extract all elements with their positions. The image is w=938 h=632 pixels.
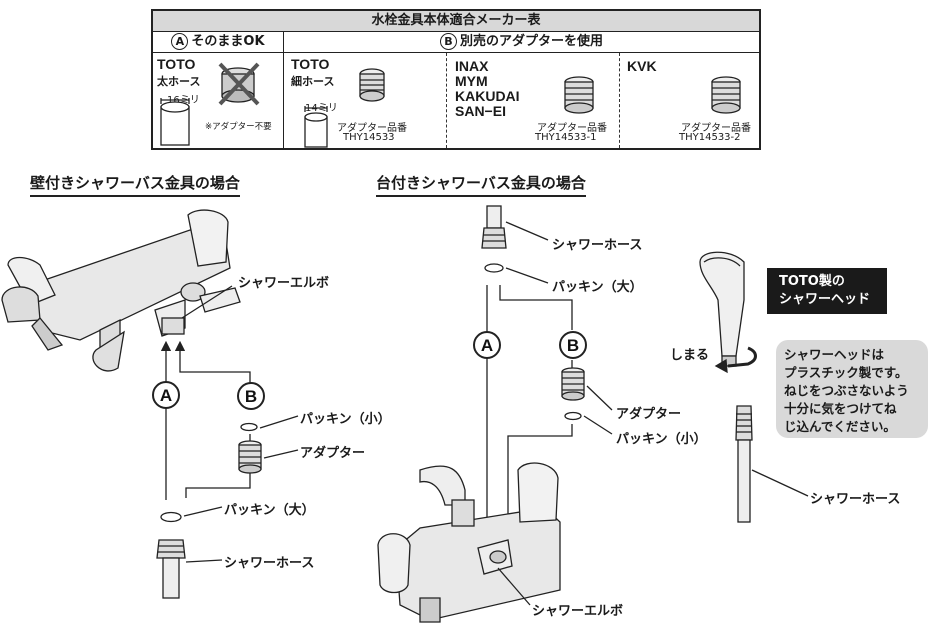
deck-packing-large-label: パッキン（大）: [552, 280, 643, 295]
toto-head-line-2: シャワーヘッド: [779, 292, 871, 307]
wall-packing-small-label: パッキン（小）: [300, 412, 391, 427]
note-line: プラスチック製です。: [784, 365, 908, 380]
marker-b-icon: [237, 382, 265, 410]
deck-adapter-label: アダプター: [616, 407, 682, 422]
route-b-line: [502, 424, 573, 546]
column-divider: [619, 53, 620, 148]
col-b2-maker-2: MYM: [455, 73, 488, 89]
adapter-icon: [564, 76, 594, 114]
note-line: ねじをつぶさないよう: [784, 383, 909, 398]
note-line: シャワーヘッドは: [784, 347, 885, 362]
tighten-label: しまる: [670, 348, 710, 363]
deck-faucet-body: [377, 462, 561, 623]
column-divider: [283, 53, 284, 148]
deck-hose-top-icon: [481, 205, 507, 249]
route-b-line: [174, 340, 251, 392]
marker-b-text: B: [567, 336, 579, 355]
deck-packing-small-label: パッキン（小）: [616, 432, 707, 447]
wall-heading: 壁付きシャワーバス金具の場合: [30, 172, 240, 197]
col-a-maker: TOTO: [157, 56, 196, 72]
col-b2-part-no: THY14533-1: [535, 132, 597, 143]
packing-large-icon: [160, 511, 182, 523]
wall-packing-large-label: パッキン（大）: [224, 503, 315, 518]
col-b2-maker-3: KAKUDAI: [455, 88, 520, 104]
deck-elbow-label: シャワーエルボ: [532, 604, 624, 619]
tighten-arrow-icon: [727, 346, 757, 368]
packing-small-icon: [564, 411, 582, 421]
marker-b-icon: B: [439, 33, 457, 50]
marker-a-icon: A: [171, 33, 189, 50]
adapter-icon: [359, 68, 385, 102]
col-b3-maker: KVK: [627, 58, 657, 74]
head-hose-label: シャワーホース: [810, 492, 901, 507]
col-b2-maker-4: SAN−EI: [455, 103, 506, 119]
wall-faucet-body: [1, 209, 241, 372]
note-line: 十分に気をつけてね: [784, 401, 897, 416]
adapter-icon: [711, 76, 741, 114]
col-a-label: そのままOK: [191, 34, 265, 49]
marker-b-text: B: [245, 387, 257, 406]
thin-hose-icon: [304, 106, 328, 148]
note-line: じ込んでください。: [784, 419, 896, 434]
column-divider: [446, 53, 447, 148]
deck-heading: 台付きシャワーバス金具の場合: [376, 172, 586, 197]
shower-head-icon: [699, 251, 745, 367]
shower-hose-icon: [735, 405, 753, 523]
col-b-label: 別売のアダプターを使用: [459, 34, 603, 49]
col-b2-maker-1: INAX: [455, 58, 489, 74]
wall-adapter-label: アダプター: [300, 446, 366, 461]
fat-hose-icon: [160, 98, 190, 146]
marker-a-text: A: [160, 386, 172, 405]
adapter-icon: [238, 440, 262, 474]
col-b1-maker: TOTO: [291, 56, 330, 72]
adapter-icon: [561, 367, 585, 401]
packing-small-icon: [240, 422, 258, 432]
col-a-hose: 太ホース: [157, 75, 201, 88]
col-b3-part-no: THY14533-2: [679, 132, 741, 143]
col-a-note: ※アダプター不要: [205, 122, 272, 132]
shower-hose-icon: [156, 539, 186, 599]
toto-head-line-1: TOTO製の: [779, 274, 845, 289]
col-b3-part-label: アダプター品番: [681, 123, 751, 134]
col-b1-hose: 細ホース: [291, 75, 335, 88]
marker-a-icon: [152, 381, 180, 409]
marker-a-text: A: [481, 336, 493, 355]
toto-shower-head-box: TOTO製の シャワーヘッド: [767, 268, 887, 314]
packing-large-icon: [484, 263, 504, 273]
col-b2-part-label: アダプター品番: [537, 123, 607, 134]
wall-elbow-label: シャワーエルボ: [238, 276, 330, 291]
shower-head-note: シャワーヘッドは プラスチック製です。 ねじをつぶさないよう 十分に気をつけてね…: [776, 340, 928, 438]
tighten-arrow-icon: [714, 358, 728, 374]
marker-a-icon: [473, 331, 501, 359]
col-b1-part-label: アダプター品番: [337, 123, 407, 134]
deck-hose-label: シャワーホース: [552, 238, 643, 253]
col-b1-part-no: THY14533: [343, 132, 395, 143]
marker-b-icon: [559, 331, 587, 359]
no-adapter-icon: [218, 62, 260, 106]
table-title: 水栓金具本体適合メーカー表: [153, 11, 759, 32]
wall-hose-label: シャワーホース: [224, 556, 315, 571]
